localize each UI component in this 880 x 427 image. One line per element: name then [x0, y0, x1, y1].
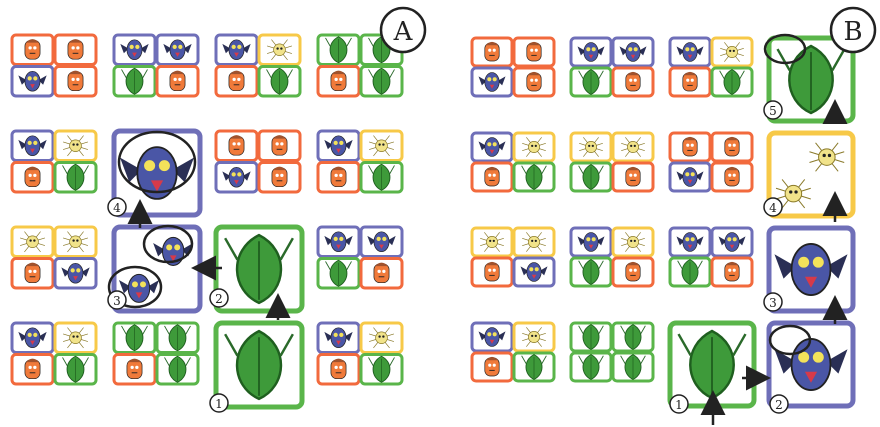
- quad-card: [318, 227, 402, 288]
- orange-monster-icon: [331, 167, 346, 187]
- orange-monster-icon: [485, 357, 499, 376]
- orange-monster-icon: [68, 71, 83, 91]
- orange-monster-icon: [725, 137, 739, 156]
- orange-monster-icon: [331, 359, 346, 379]
- orange-monster-icon: [272, 135, 287, 155]
- quad-card: [318, 323, 402, 384]
- step-number: 1: [215, 397, 223, 411]
- orange-monster-icon: [229, 135, 244, 155]
- orange-monster-icon: [374, 263, 389, 283]
- orange-monster-icon: [626, 167, 640, 186]
- step-number: 5: [769, 104, 777, 118]
- step-number: 2: [775, 398, 783, 412]
- orange-monster-icon: [170, 71, 185, 91]
- orange-monster-icon: [68, 39, 83, 59]
- panel-b-label: B: [831, 8, 875, 52]
- step-number: 3: [113, 294, 121, 308]
- step-number: 3: [769, 296, 777, 310]
- orange-monster-icon: [626, 262, 640, 281]
- large-card: [769, 323, 853, 406]
- orange-monster-icon: [25, 263, 40, 283]
- orange-monster-icon: [485, 42, 499, 61]
- quad-card: [12, 323, 96, 384]
- panel-a-label: A: [381, 8, 425, 52]
- orange-monster-icon: [25, 167, 40, 187]
- large-card: [670, 323, 754, 406]
- quad-card: [216, 131, 300, 192]
- quad-card: [472, 133, 554, 191]
- quad-card: [472, 228, 554, 286]
- quad-card: [571, 133, 653, 191]
- orange-monster-icon: [683, 72, 697, 91]
- quad-card: [114, 323, 198, 384]
- quad-card: [114, 35, 198, 96]
- panel-b: [472, 38, 853, 406]
- orange-monster-icon: [331, 71, 346, 91]
- step-number: 4: [769, 201, 777, 215]
- quad-card: [571, 323, 653, 381]
- orange-monster-icon: [229, 71, 244, 91]
- quad-card: [571, 38, 653, 96]
- quad-card: [472, 323, 554, 381]
- step-number: 2: [215, 292, 223, 306]
- quad-card: [216, 35, 300, 96]
- quad-card: [12, 35, 96, 96]
- large-card: [216, 323, 302, 407]
- orange-monster-icon: [725, 167, 739, 186]
- orange-monster-icon: [485, 167, 499, 186]
- step-number: 4: [113, 201, 121, 215]
- orange-monster-icon: [25, 39, 40, 59]
- quad-card: [318, 131, 402, 192]
- orange-monster-icon: [272, 167, 287, 187]
- orange-monster-icon: [725, 262, 739, 281]
- quad-card: [12, 227, 96, 288]
- orange-monster-icon: [527, 42, 541, 61]
- panel-b-letter: B: [843, 17, 862, 47]
- large-card: [216, 227, 302, 311]
- quad-card: [670, 38, 752, 96]
- quad-card: [670, 133, 752, 191]
- quad-card: [472, 38, 554, 96]
- orange-monster-icon: [127, 359, 142, 379]
- panel-a: [12, 35, 402, 407]
- step-number: 1: [675, 398, 683, 412]
- quad-card: [571, 228, 653, 286]
- orange-monster-icon: [626, 72, 640, 91]
- quad-card: [12, 131, 96, 192]
- quad-card: [670, 228, 752, 286]
- orange-monster-icon: [485, 262, 499, 281]
- orange-monster-icon: [25, 359, 40, 379]
- orange-monster-icon: [683, 137, 697, 156]
- panel-a-letter: A: [393, 17, 414, 47]
- orange-monster-icon: [527, 72, 541, 91]
